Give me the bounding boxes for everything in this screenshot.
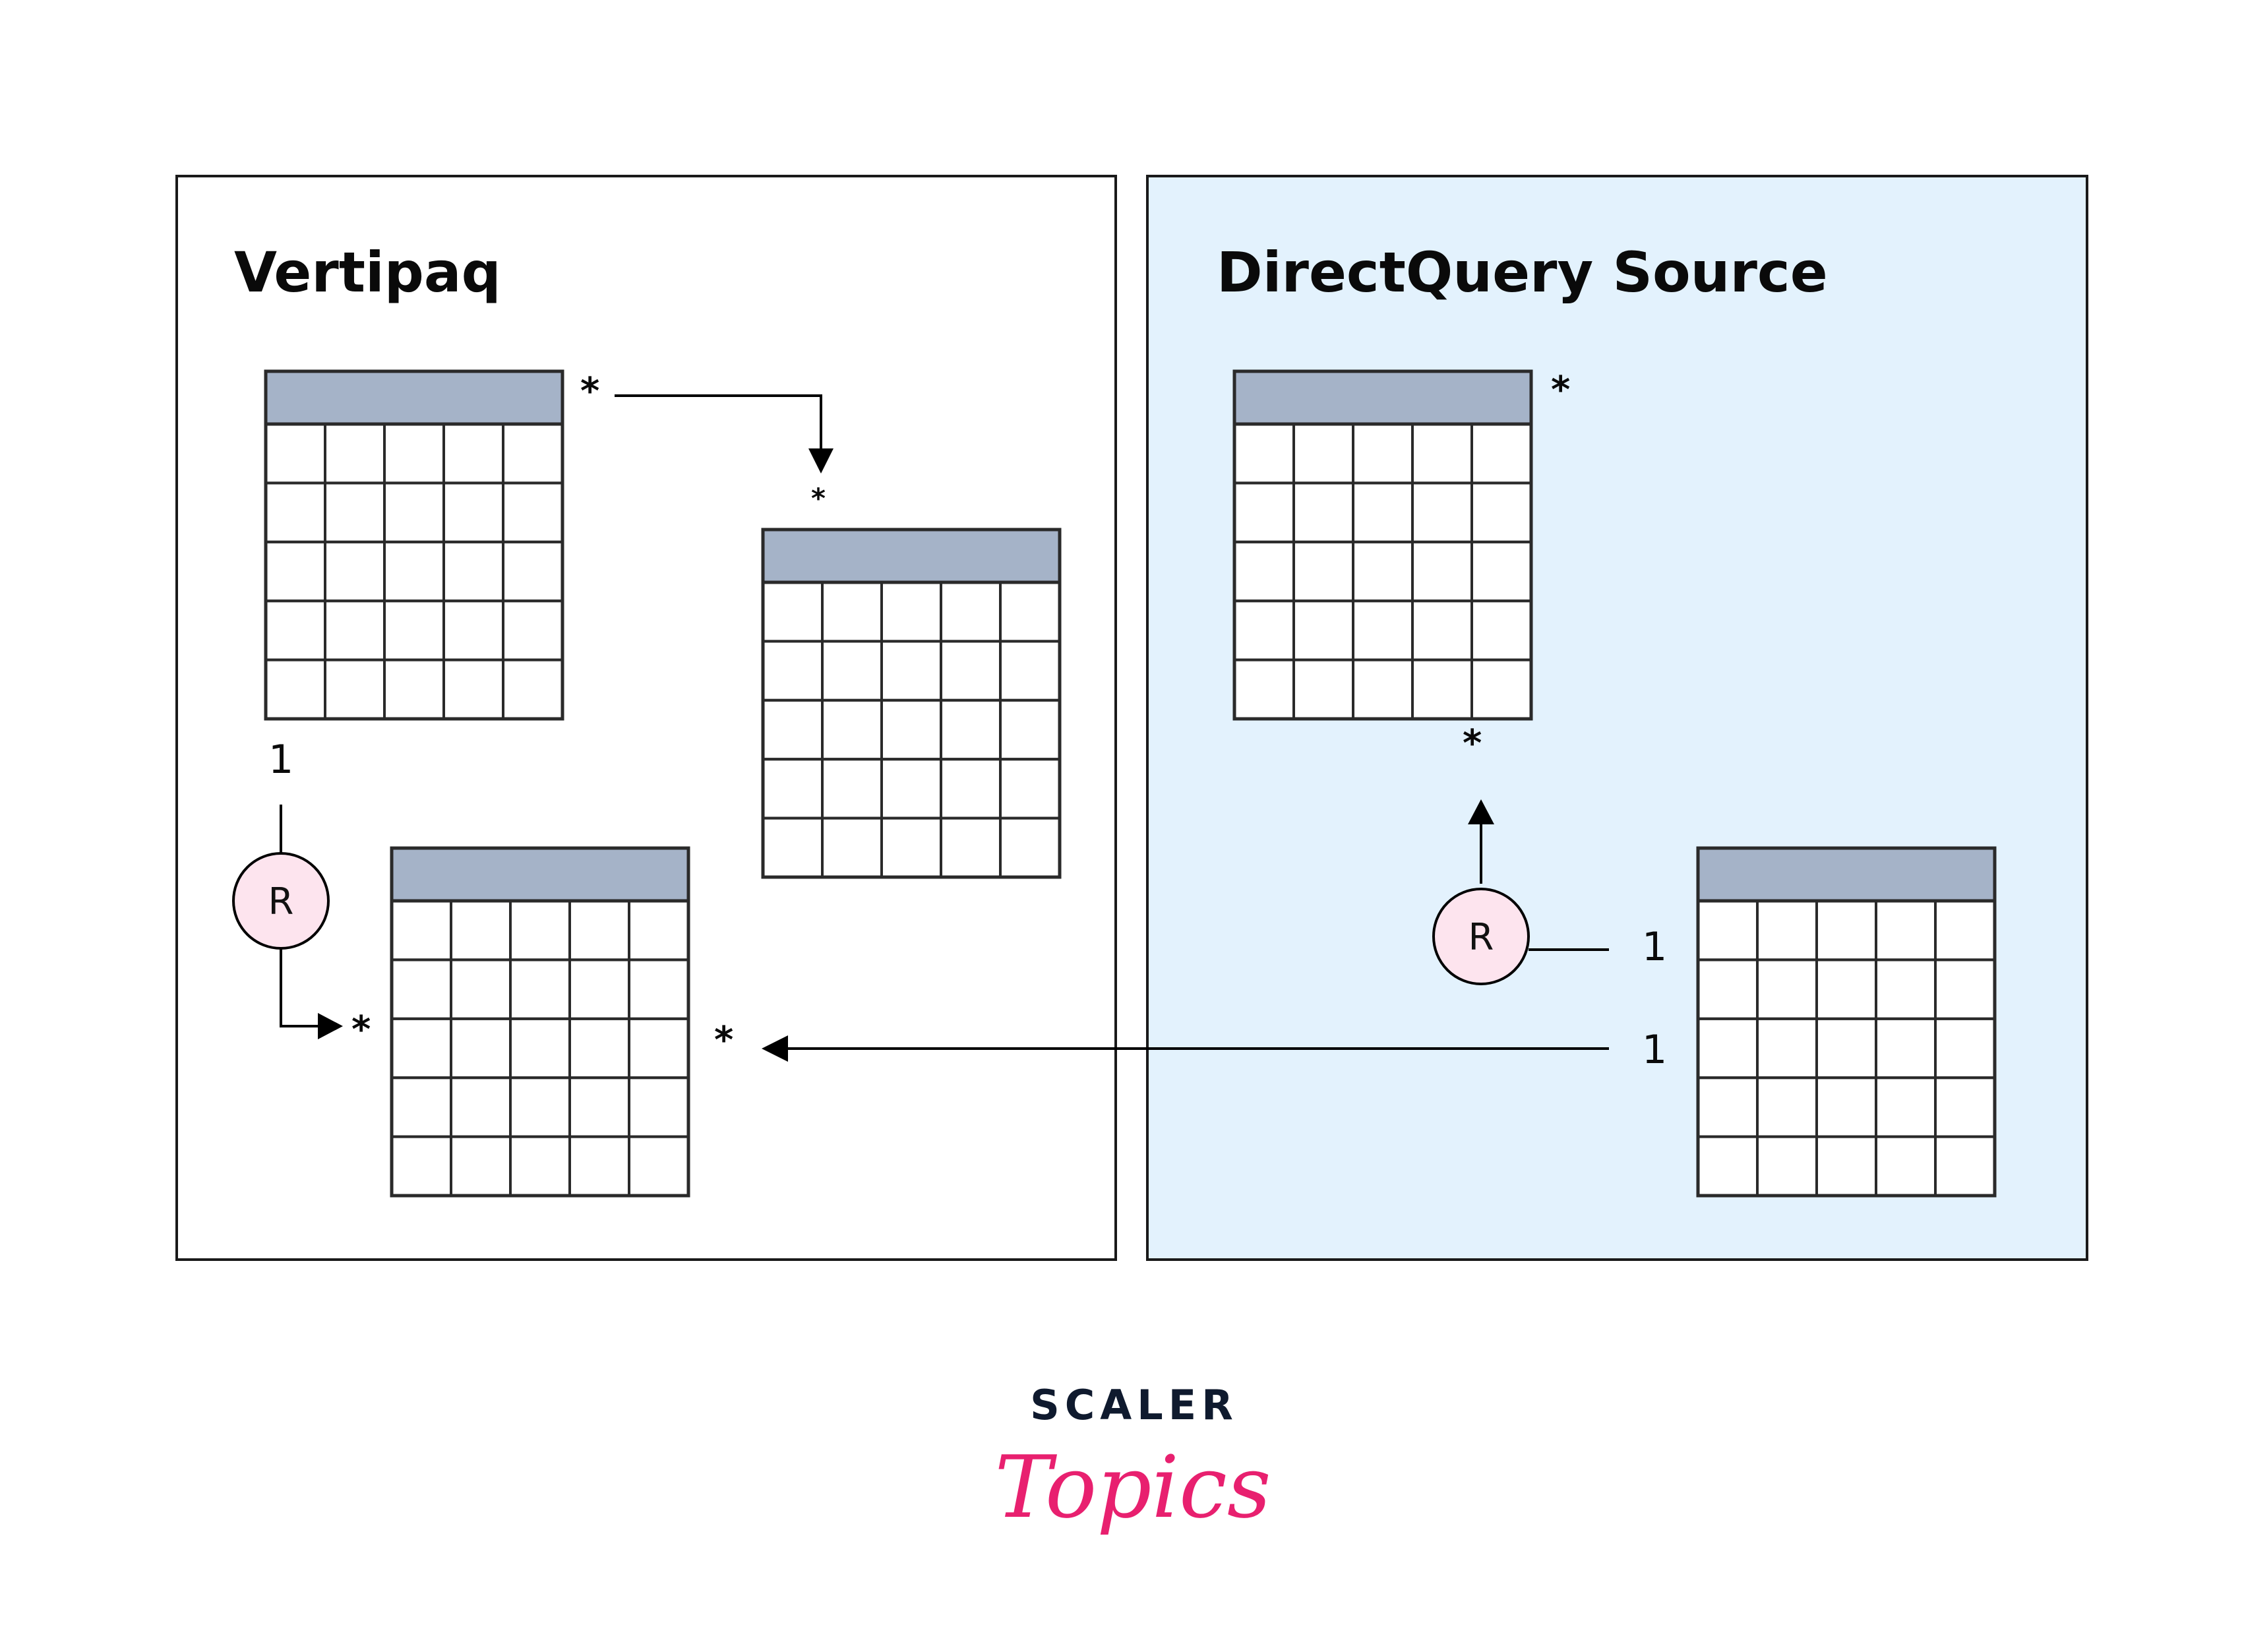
directquery-title: DirectQuery Source <box>1217 240 1828 305</box>
cardinality-many-label: * <box>580 370 599 413</box>
vertipaq-table-c[interactable] <box>390 846 690 1198</box>
logo-topics-text: Topics <box>994 1437 1271 1537</box>
table-border <box>761 528 1062 879</box>
table-border <box>264 369 564 721</box>
cardinality-one-label: 1 <box>1642 924 1667 970</box>
arrow-right-icon <box>318 1013 343 1039</box>
cardinality-many-label: * <box>714 1019 733 1062</box>
cardinality-many-label: * <box>1551 369 1570 412</box>
vertipaq-table-a[interactable] <box>264 369 564 721</box>
table-header <box>1698 848 1995 901</box>
relationship-node-label: R <box>1469 916 1494 959</box>
arrow-left-icon <box>762 1035 788 1062</box>
relationship-line <box>615 394 822 448</box>
cardinality-many-label: * <box>811 482 826 514</box>
arrow-down-icon <box>808 448 833 474</box>
table-header <box>1234 371 1531 424</box>
logo-scaler-text: SCALER <box>1030 1381 1238 1429</box>
table-border <box>1232 369 1533 721</box>
relationship-node[interactable] <box>1432 888 1530 985</box>
tables-group <box>264 369 1997 1198</box>
table-border <box>1696 846 1997 1198</box>
table-border <box>390 846 690 1198</box>
relationship-line <box>280 948 318 1027</box>
table-header <box>266 371 562 424</box>
vertipaq-title: Vertipaq <box>234 240 501 305</box>
relationship-node-label: R <box>268 880 294 923</box>
directquery-table-b[interactable] <box>1696 846 1997 1198</box>
cardinality-one-label: 1 <box>1642 1027 1667 1073</box>
cardinality-many-label: * <box>351 1008 371 1051</box>
table-header <box>763 530 1060 582</box>
cardinality-many-label: * <box>1463 722 1482 765</box>
vertipaq-table-b[interactable] <box>761 528 1062 879</box>
directquery-table-a[interactable] <box>1232 369 1533 721</box>
cardinality-one-label: 1 <box>268 737 293 783</box>
arrow-up-icon <box>1468 799 1494 824</box>
table-header <box>392 848 688 901</box>
